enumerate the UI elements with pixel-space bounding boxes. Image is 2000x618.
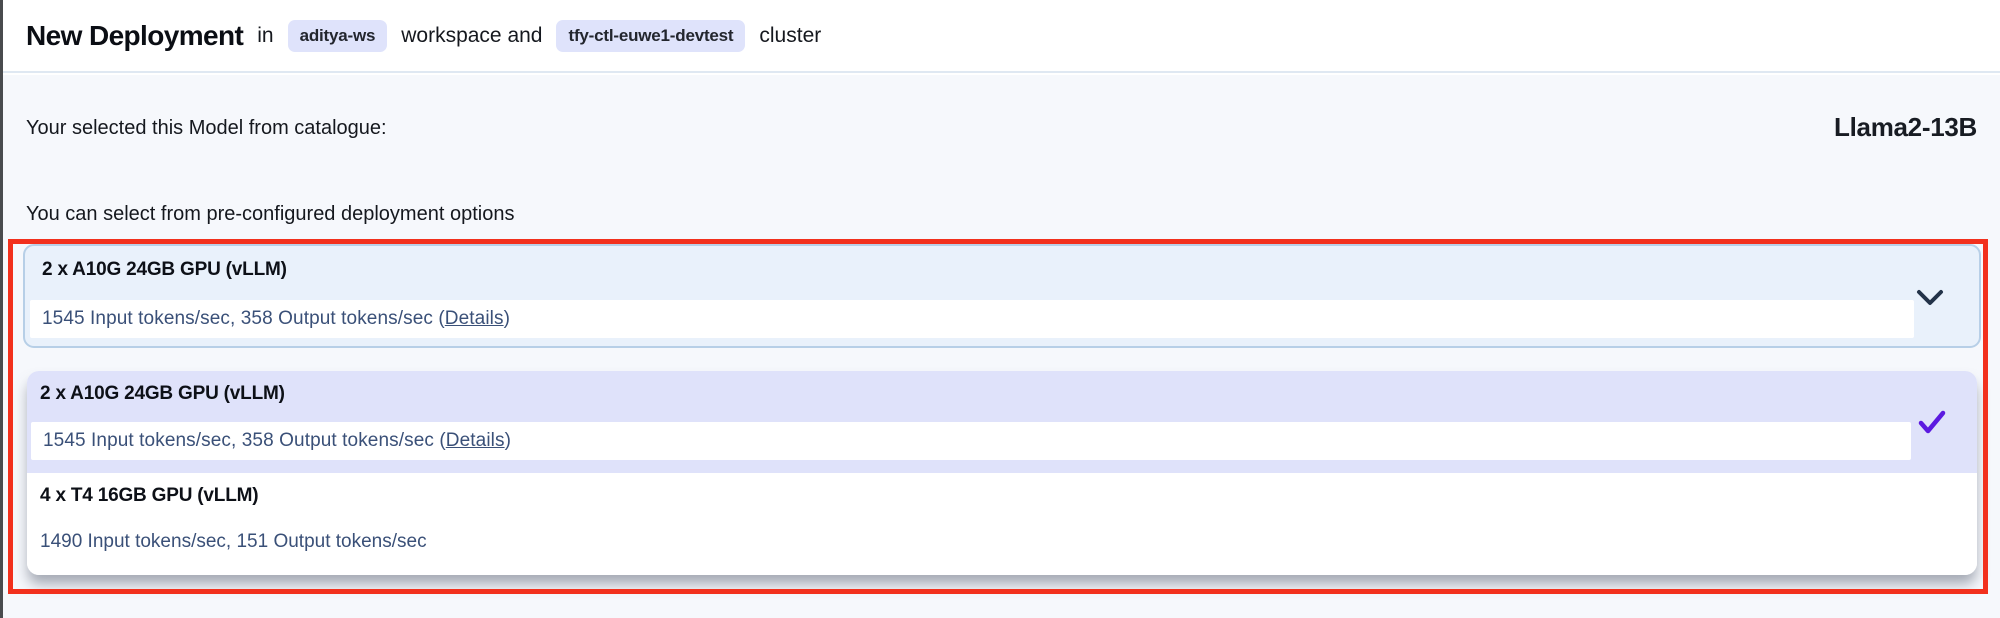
check-icon — [1918, 410, 1946, 434]
window-edge — [0, 0, 3, 618]
option-stats: 1490 Input tokens/sec, 151 Output tokens… — [40, 531, 427, 552]
deployment-option-select[interactable]: 2 x A10G 24GB GPU (vLLM) 1545 Input toke… — [23, 244, 1981, 348]
option-stats: 1545 Input tokens/sec, 358 Output tokens… — [31, 422, 1911, 460]
cluster-badge: tfy-ctl-euwe1-devtest — [556, 19, 746, 52]
model-catalogue-label: Your selected this Model from catalogue: — [26, 117, 387, 139]
stats-text: 1545 Input tokens/sec, 358 Output tokens… — [42, 308, 445, 329]
selected-option-stats: 1545 Input tokens/sec, 358 Output tokens… — [30, 300, 1914, 338]
chevron-down-icon — [1917, 290, 1943, 305]
deployment-options-menu: 2 x A10G 24GB GPU (vLLM) 1545 Input toke… — [27, 371, 1977, 575]
deployment-options-label: You can select from pre-configured deplo… — [26, 203, 515, 225]
workspace-badge: aditya-ws — [287, 19, 388, 52]
stats-text: 1545 Input tokens/sec, 358 Output tokens… — [43, 430, 446, 451]
header-end-text: cluster — [759, 23, 822, 47]
selected-option-title: 2 x A10G 24GB GPU (vLLM) — [42, 259, 287, 280]
page-title: New Deployment — [26, 19, 244, 51]
details-link[interactable]: Details — [444, 308, 504, 329]
stats-close: ) — [504, 430, 512, 451]
menu-option-a10g[interactable]: 2 x A10G 24GB GPU (vLLM) 1545 Input toke… — [27, 371, 1977, 473]
details-link[interactable]: Details — [445, 430, 505, 451]
stats-close: ) — [503, 308, 511, 329]
header-in-text: in — [257, 23, 274, 47]
menu-option-t4[interactable]: 4 x T4 16GB GPU (vLLM) 1490 Input tokens… — [27, 473, 1977, 575]
page-header: New Deployment in aditya-ws workspace an… — [0, 0, 2000, 73]
option-title: 4 x T4 16GB GPU (vLLM) — [40, 485, 259, 506]
header-between-text: workspace and — [401, 23, 543, 47]
model-name: Llama2-13B — [1834, 112, 1977, 142]
option-title: 2 x A10G 24GB GPU (vLLM) — [40, 383, 285, 404]
